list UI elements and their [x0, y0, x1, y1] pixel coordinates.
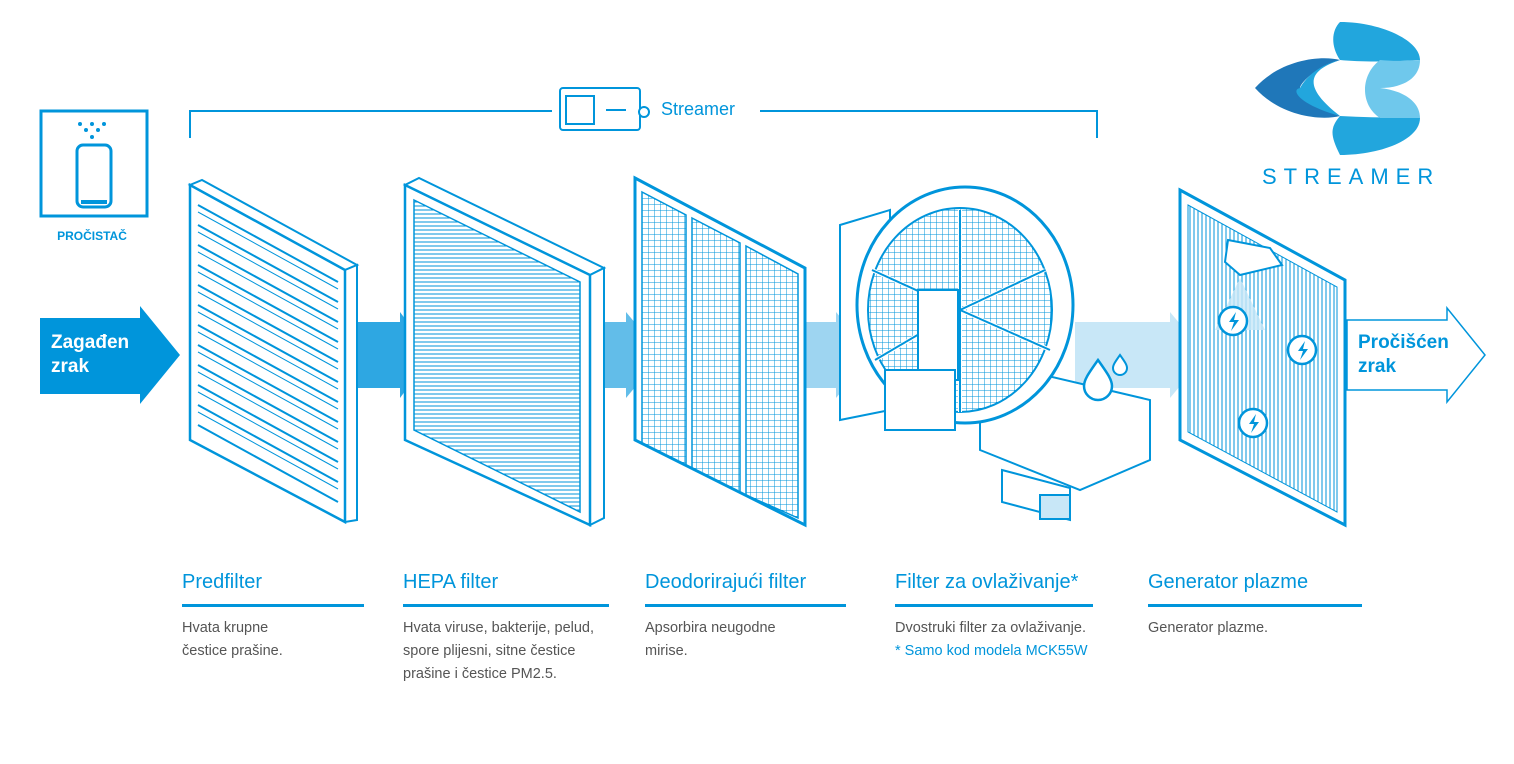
stage-title: Generator plazme — [1148, 568, 1362, 607]
purifier-icon — [39, 109, 149, 218]
stage-title: Filter za ovlaživanje* — [895, 568, 1093, 607]
inflow-label-line2: zrak — [51, 356, 90, 377]
stage-description: Dvostruki filter za ovlaživanje. — [895, 620, 1086, 636]
stage-plasma: Generator plazme Generator plazme. — [1148, 568, 1362, 640]
stage-description: Generator plazme. — [1148, 620, 1269, 636]
flow-arrow-2 — [592, 312, 662, 398]
stage-description: Hvata viruse, bakterije, pelud,spore pli… — [403, 620, 595, 682]
plasma-generator-illustration — [1178, 187, 1347, 528]
outflow-label-line1: Pročišćen — [1358, 332, 1449, 353]
inflow-label: Zagađen zrak — [51, 331, 129, 379]
logo-text: STREAMER — [1262, 164, 1441, 189]
flow-arrow-3 — [805, 312, 872, 398]
stage-title: Deodorirajući filter — [645, 568, 846, 607]
model-note: * Samo kod modela MCK55W — [895, 643, 1088, 659]
stage-title: Predfilter — [182, 568, 364, 607]
deodorizing-filter-illustration — [633, 175, 807, 528]
purifier-label: PROČISTAČ — [57, 229, 127, 243]
streamer-logo — [1255, 22, 1420, 155]
stage-hepa: HEPA filter Hvata viruse, bakterije, pel… — [403, 568, 609, 686]
hepa-filter-illustration — [402, 176, 607, 527]
outflow-arrow — [1346, 305, 1486, 405]
streamer-unit-icon — [559, 87, 650, 131]
outflow-label: Pročišćen zrak — [1358, 331, 1449, 379]
outflow-label-line2: zrak — [1358, 356, 1397, 377]
inflow-arrow — [40, 306, 180, 404]
inflow-label-line1: Zagađen — [51, 332, 130, 353]
humidifying-filter-illustration — [839, 185, 1151, 522]
prefilter-illustration — [187, 178, 360, 525]
streamer-label: Streamer — [661, 99, 736, 119]
stage-humidifying: Filter za ovlaživanje* Dvostruki filter … — [895, 568, 1093, 663]
streamer-bracket — [189, 110, 1098, 138]
stage-title: HEPA filter — [403, 568, 609, 607]
